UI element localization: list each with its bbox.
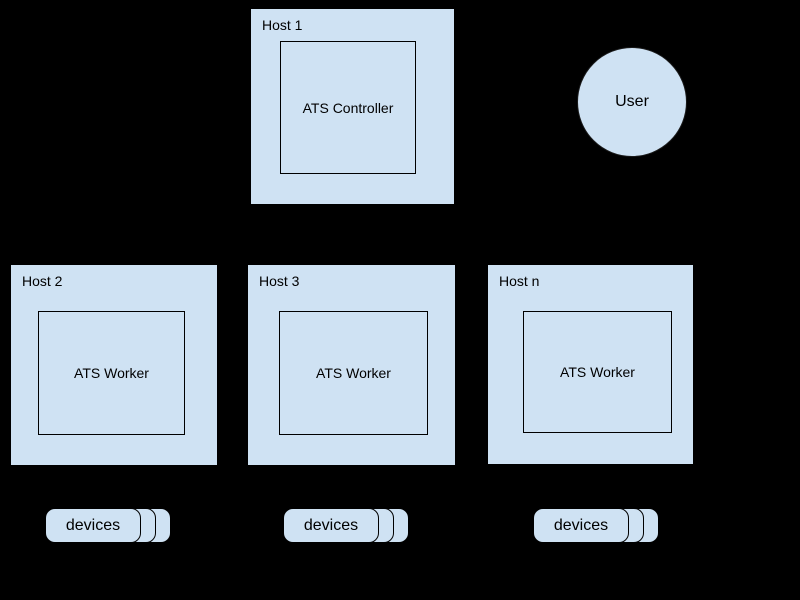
ats-worker-1-label: ATS Worker (74, 365, 149, 381)
host-2-box: Host 2 ATS Worker (10, 264, 218, 466)
ats-worker-1-box: ATS Worker (38, 311, 185, 435)
host-1-box: Host 1 ATS Controller (250, 8, 455, 205)
host-n-label: Host n (499, 273, 540, 289)
ats-worker-n-label: ATS Worker (560, 364, 635, 380)
devices-stack-3-front-layer: devices (533, 508, 629, 543)
ats-worker-n-box: ATS Worker (523, 311, 672, 433)
devices-stack-2: devices (283, 508, 410, 543)
devices-stack-3: devices (533, 508, 660, 543)
devices-3-label: devices (553, 516, 609, 534)
devices-stack-1-front-layer: devices (45, 508, 141, 543)
devices-stack-1: devices (45, 508, 172, 543)
ats-controller-box: ATS Controller (280, 41, 416, 174)
host-3-box: Host 3 ATS Worker (247, 264, 456, 466)
host-2-label: Host 2 (22, 273, 63, 289)
devices-2-label: devices (303, 516, 359, 534)
host-1-label: Host 1 (262, 17, 303, 33)
host-n-box: Host n ATS Worker (487, 264, 694, 465)
host-3-label: Host 3 (259, 273, 300, 289)
devices-1-label: devices (65, 516, 121, 534)
user-circle: User (577, 47, 687, 157)
ats-worker-2-box: ATS Worker (279, 311, 428, 435)
devices-stack-2-front-layer: devices (283, 508, 379, 543)
ats-controller-label: ATS Controller (302, 99, 394, 116)
user-label: User (615, 93, 649, 110)
ats-worker-2-label: ATS Worker (316, 365, 391, 381)
